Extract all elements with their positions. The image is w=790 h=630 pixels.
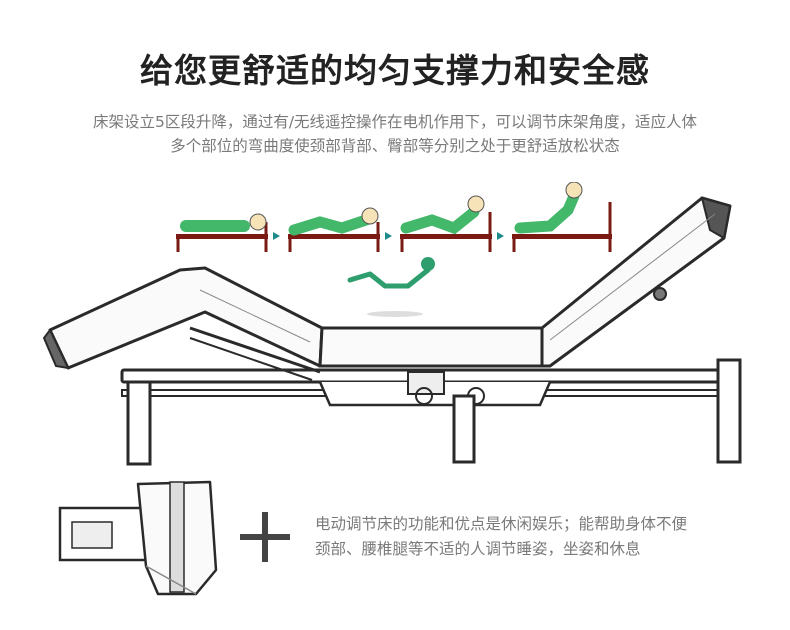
- adjustable-bed-illustration: [42, 196, 742, 466]
- motor-detail-illustration: [58, 480, 290, 596]
- posture-step-sitting: [512, 182, 612, 252]
- posture-step-flat: [176, 213, 268, 252]
- arrow-right-icon: [497, 232, 504, 240]
- feature-note: 电动调节床的功能和优点是休闲娱乐；能帮助身体不便 颈部、腰椎腿等不适的人调节睡姿…: [315, 512, 755, 562]
- posture-step-slight: [288, 207, 380, 252]
- posture-step-reclined: [400, 195, 492, 252]
- page-title: 给您更舒适的均匀支撑力和安全感: [140, 51, 650, 90]
- plus-icon: [240, 512, 290, 562]
- arrow-right-icon: [385, 232, 392, 240]
- note-line-1: 电动调节床的功能和优点是休闲娱乐；能帮助身体不便: [315, 515, 688, 533]
- subtitle-line-2: 多个部位的弯曲度使颈部背部、臀部等分别之处于更舒适放松状态: [170, 137, 620, 155]
- subtitle: 床架设立5区段升降，通过有/无线遥控操作在电机作用下，可以调节床架角度，适应人体…: [30, 110, 760, 158]
- subtitle-line-1: 床架设立5区段升降，通过有/无线遥控操作在电机作用下，可以调节床架角度，适应人体: [92, 113, 698, 131]
- posture-sequence: [176, 182, 612, 252]
- arrow-right-icon: [273, 232, 280, 240]
- note-line-2: 颈部、腰椎腿等不适的人调节睡姿，坐姿和休息: [315, 540, 641, 558]
- posture-icon: [347, 257, 435, 317]
